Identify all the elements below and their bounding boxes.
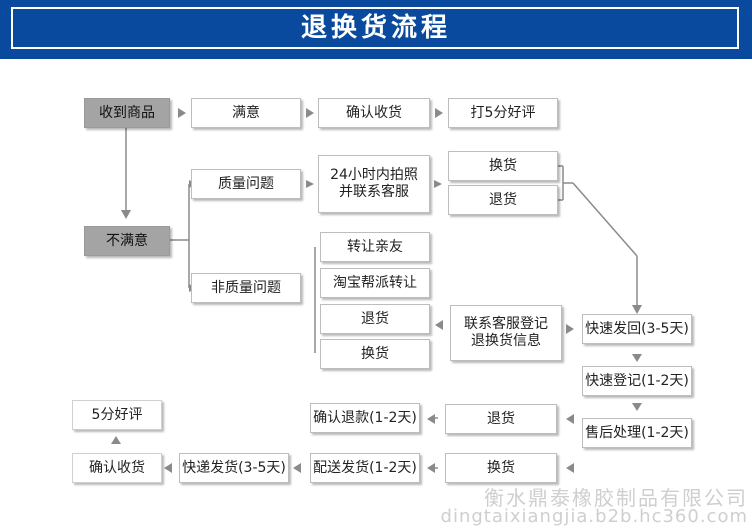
express-ship-node: 快递发货(3-5天) bbox=[179, 453, 289, 483]
received-goods-node: 收到商品 bbox=[84, 98, 170, 128]
five-star-review-top-node: 打5分好评 bbox=[448, 98, 558, 128]
deliver-ship-node: 配送发货(1-2天) bbox=[310, 453, 420, 483]
contact-register-node: 联系客服登记 退换货信息 bbox=[450, 305, 562, 361]
after-sales-node: 售后处理(1-2天) bbox=[582, 418, 692, 448]
fast-send-back-node: 快速发回(3-5天) bbox=[582, 314, 692, 344]
non-quality-issue-node: 非质量问题 bbox=[191, 273, 301, 303]
exchange-quality-node: 换货 bbox=[448, 151, 558, 181]
page-title: 退换货流程 bbox=[300, 13, 451, 43]
exchange-bottom-node: 换货 bbox=[445, 453, 557, 483]
confirm-refund-node: 确认退款(1-2天) bbox=[310, 403, 420, 433]
transfer-friends-node: 转让亲友 bbox=[320, 232, 430, 262]
watermark-url: dingtaixiangjia.b2b.hc360.com bbox=[440, 506, 748, 527]
return-bottom-node: 退货 bbox=[445, 404, 557, 434]
satisfied-node: 满意 bbox=[191, 98, 301, 128]
fast-register-node: 快速登记(1-2天) bbox=[582, 366, 692, 396]
return-quality-node: 退货 bbox=[448, 185, 558, 215]
title-banner bbox=[0, 0, 752, 59]
unsatisfied-node: 不满意 bbox=[84, 226, 170, 256]
five-star-review-bottom-node: 5分好评 bbox=[72, 400, 162, 430]
photo-contact-service-node: 24小时内拍照 并联系客服 bbox=[318, 155, 430, 213]
confirm-receipt-bottom-node: 确认收货 bbox=[72, 453, 162, 483]
watermark-company: 衡水鼎泰橡胶制品有限公司 bbox=[484, 486, 748, 510]
exchange-non-quality-node: 换货 bbox=[320, 339, 430, 369]
title-frame bbox=[11, 7, 739, 49]
return-non-quality-node: 退货 bbox=[320, 304, 430, 334]
quality-issue-node: 质量问题 bbox=[191, 169, 301, 199]
confirm-receipt-top-node: 确认收货 bbox=[318, 98, 430, 128]
taobao-transfer-node: 淘宝帮派转让 bbox=[320, 268, 430, 298]
